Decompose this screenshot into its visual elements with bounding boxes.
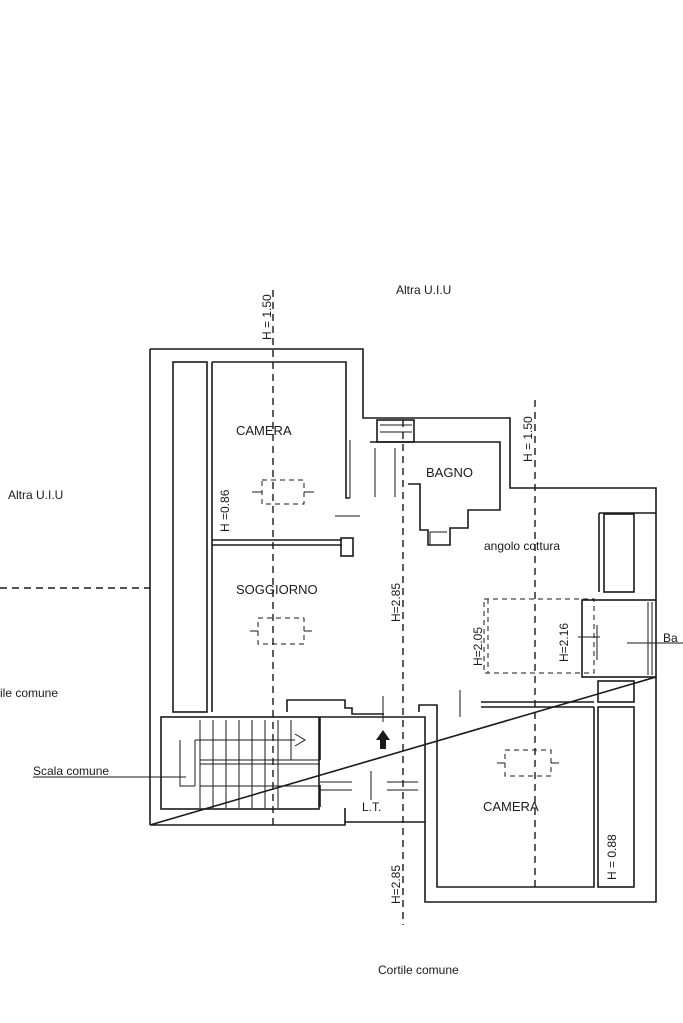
balcony-block bbox=[578, 599, 683, 678]
label-camera-top: CAMERA bbox=[236, 423, 292, 438]
label-cortile-bottom: Cortile comune bbox=[378, 963, 459, 977]
label-scala-comune: Scala comune bbox=[33, 764, 109, 778]
label-soggiorno: SOGGIORNO bbox=[236, 582, 318, 597]
left-wardrobe bbox=[172, 361, 208, 713]
label-altra-uiu-left: Altra U.I.U bbox=[8, 488, 63, 502]
light-fixture-camera-lower bbox=[504, 749, 552, 777]
height-label-2-85-bottom: H=2.85 bbox=[389, 865, 403, 904]
height-label-1-50-left: H = 1.50 bbox=[260, 294, 274, 340]
entry-arrow-icon bbox=[376, 696, 390, 749]
label-altra-uiu-top: Altra U.I.U bbox=[396, 283, 451, 297]
light-fixture-camera bbox=[261, 479, 305, 505]
height-label-1-50-right: H = 1.50 bbox=[521, 416, 535, 462]
height-label-2-85-mid: H=2.85 bbox=[389, 583, 403, 622]
height-label-0-88: H = 0.88 bbox=[605, 834, 619, 880]
label-cortile-left: ile comune bbox=[0, 686, 58, 700]
bagno-walls bbox=[370, 441, 501, 546]
upper-camera-walls bbox=[211, 361, 350, 712]
exterior-walls bbox=[149, 348, 657, 903]
lower-camera-walls bbox=[436, 701, 595, 888]
height-label-2-16: H=2.16 bbox=[557, 623, 571, 662]
height-label-0-86: H =0.86 bbox=[218, 489, 232, 532]
label-angolo-cottura: angolo cottura bbox=[484, 539, 560, 553]
height-label-2-05: H=2.05 bbox=[471, 627, 485, 666]
bagno-entry-notch bbox=[376, 419, 415, 443]
label-balcony-cut: Ba bbox=[663, 631, 678, 645]
right-upper-cabinet bbox=[597, 680, 635, 703]
stairwell bbox=[160, 716, 320, 810]
label-camera-bottom: CAMERA bbox=[483, 799, 539, 814]
angolo-cabinet bbox=[603, 513, 635, 593]
label-bagno: BAGNO bbox=[426, 465, 473, 480]
right-wardrobe bbox=[597, 706, 635, 888]
light-fixture-soggiorno bbox=[257, 617, 305, 645]
label-lt: L.T. bbox=[362, 800, 381, 814]
dashed-zone-2-05 bbox=[483, 598, 595, 674]
